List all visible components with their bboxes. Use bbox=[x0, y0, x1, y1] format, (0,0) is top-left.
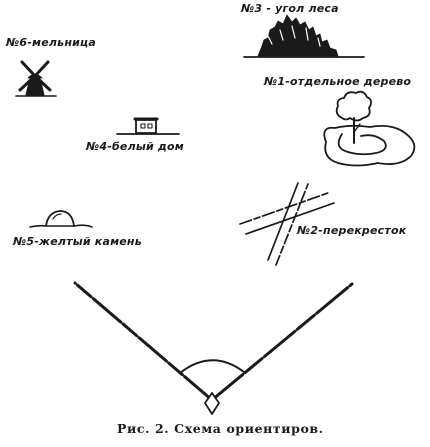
crossroads-icon bbox=[239, 182, 335, 266]
forest-edge-icon bbox=[243, 14, 365, 58]
single-tree-icon bbox=[323, 90, 416, 167]
house-icon bbox=[116, 117, 180, 135]
label-forest-corner: №3 - угол леса bbox=[241, 2, 339, 15]
observer-point-icon bbox=[204, 392, 220, 415]
observation-sector bbox=[73, 281, 354, 415]
label-single-tree: №1-отдельное дерево bbox=[264, 75, 412, 88]
windmill-icon bbox=[15, 60, 57, 97]
label-mill: №6-мельница bbox=[6, 36, 97, 49]
label-white-house: №4-белый дом bbox=[86, 140, 184, 153]
label-yellow-stone: №5-желтый камень bbox=[13, 235, 142, 248]
stone-icon bbox=[29, 210, 93, 228]
figure-caption: Рис. 2. Схема ориентиров. bbox=[117, 421, 324, 436]
label-crossroads: №2-перекресток bbox=[297, 224, 407, 237]
